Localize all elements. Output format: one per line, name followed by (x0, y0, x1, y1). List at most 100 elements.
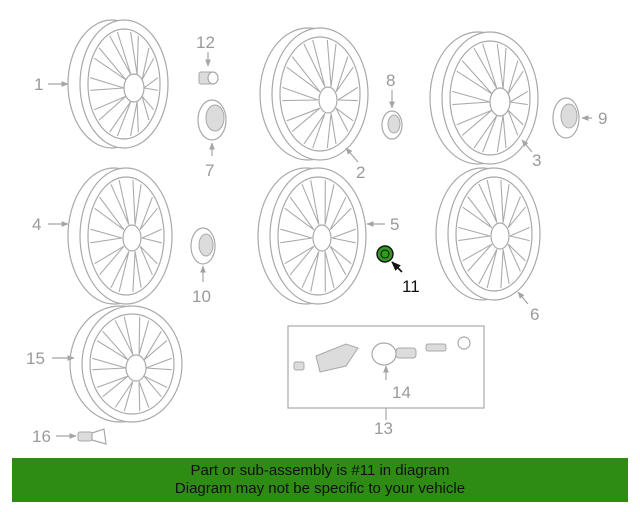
callout-9: 9 (598, 109, 607, 128)
wheel-spoke (282, 86, 319, 102)
wheel-spoke (462, 243, 493, 272)
wheel-spoke (96, 330, 129, 361)
center-cap-8 (381, 110, 403, 140)
wheel-spoke (507, 109, 524, 136)
wheel-spoke (141, 228, 162, 244)
wheel-spoke (110, 179, 130, 225)
wheel-spoke (303, 39, 326, 87)
wheel-spoke (93, 47, 127, 81)
wheel-spoke (94, 196, 125, 231)
wheel-spoke (496, 43, 507, 89)
wheel-spoke (286, 107, 321, 132)
callout-4: 4 (32, 215, 41, 234)
center-cap-11 (376, 245, 394, 263)
wheel-3 (429, 31, 539, 165)
wheel-spoke (452, 90, 491, 106)
wheel-15 (69, 305, 183, 423)
wheel-2 (259, 27, 369, 161)
wheel-spoke (509, 90, 528, 106)
banner-line-2: Diagram may not be specific to your vehi… (174, 480, 466, 497)
wheel-spoke (496, 115, 507, 153)
info-banner: Part or sub-assembly is #11 in diagram D… (12, 458, 628, 502)
wheel-spoke (139, 197, 158, 231)
wheel-5 (257, 167, 367, 305)
wheel-6 (435, 167, 541, 301)
wheel-spoke (90, 77, 125, 91)
callout-5: 5 (390, 215, 399, 234)
wheel-spoke (145, 357, 172, 371)
wheel-spoke (130, 101, 139, 137)
wheel-spoke (132, 180, 142, 225)
wheel-spoke (329, 245, 352, 276)
wheel-spoke (337, 86, 358, 102)
callout-15: 15 (26, 349, 45, 368)
wheel-spoke (507, 60, 524, 95)
valve-stem-16 (77, 428, 107, 445)
wheel-spoke (132, 251, 142, 292)
wheel-1 (67, 19, 169, 149)
callout-2: 2 (356, 163, 365, 182)
center-cap-9 (552, 97, 580, 139)
callout-7: 7 (205, 161, 214, 180)
wheel-spoke (143, 375, 168, 398)
wheel-spoke (324, 180, 335, 225)
wheel-spoke (138, 316, 150, 355)
lug-nut-12 (198, 71, 219, 85)
wheel-spoke (462, 196, 493, 229)
wheel-spoke (139, 245, 158, 276)
wheel-spoke (473, 43, 498, 89)
wheel-spoke (456, 109, 493, 136)
wheel-spoke (109, 31, 132, 75)
wheel-spoke (473, 114, 498, 153)
wheel-parts-diagram: 1 2 3 4 5 6 7 8 9 10 11 12 13 14 15 16 (26, 19, 607, 446)
wheel-spoke (110, 251, 130, 293)
wheel-spoke (143, 77, 159, 91)
callout-10: 10 (192, 287, 211, 306)
wheel-spoke (301, 180, 320, 225)
wheel-spoke (141, 95, 155, 121)
callout-12: 12 (196, 33, 215, 52)
wheel-spoke (138, 381, 150, 412)
wheel-spoke (478, 249, 498, 289)
wheel-4 (67, 167, 173, 305)
wheel-spoke (507, 196, 526, 229)
wheel-spoke (509, 226, 530, 242)
wheel-spoke (458, 226, 491, 242)
wheel-spoke (286, 56, 321, 93)
wheel-spoke (301, 251, 320, 293)
wheel-spoke (94, 245, 125, 276)
center-cap-10 (190, 227, 216, 265)
callout-8: 8 (386, 71, 395, 90)
wheel-spoke (130, 31, 139, 75)
wheel-spoke (329, 196, 352, 231)
callout-13: 13 (374, 419, 393, 438)
wheel-spoke (92, 357, 127, 371)
wheel-spoke (500, 249, 510, 289)
wheel-spoke (114, 316, 134, 355)
callout-14: 14 (392, 383, 411, 402)
callout-6: 6 (530, 305, 539, 324)
wheel-spoke (141, 47, 155, 81)
wheel-spoke (96, 375, 129, 398)
wheel-spoke (500, 179, 510, 223)
wheel-spoke (326, 113, 337, 149)
callout-3: 3 (532, 151, 541, 170)
wheel-spoke (478, 179, 498, 223)
wheel-spoke (284, 196, 315, 231)
wheel-spoke (303, 112, 326, 149)
wheel-spoke (335, 107, 354, 132)
callout-16: 16 (32, 427, 51, 446)
callout-1: 1 (34, 75, 43, 94)
wheel-spoke (114, 380, 134, 412)
wheel-spoke (280, 228, 313, 244)
wheel-spoke (507, 243, 526, 272)
wheel-spoke (143, 331, 168, 361)
wheel-spoke (94, 95, 127, 121)
center-cap-7 (197, 99, 227, 141)
wheel-spoke (90, 228, 123, 244)
wheel-spoke (335, 56, 354, 93)
banner-line-1: Part or sub-assembly is #11 in diagram (190, 462, 450, 479)
callout-11: 11 (402, 277, 420, 296)
wheel-spoke (109, 100, 132, 137)
